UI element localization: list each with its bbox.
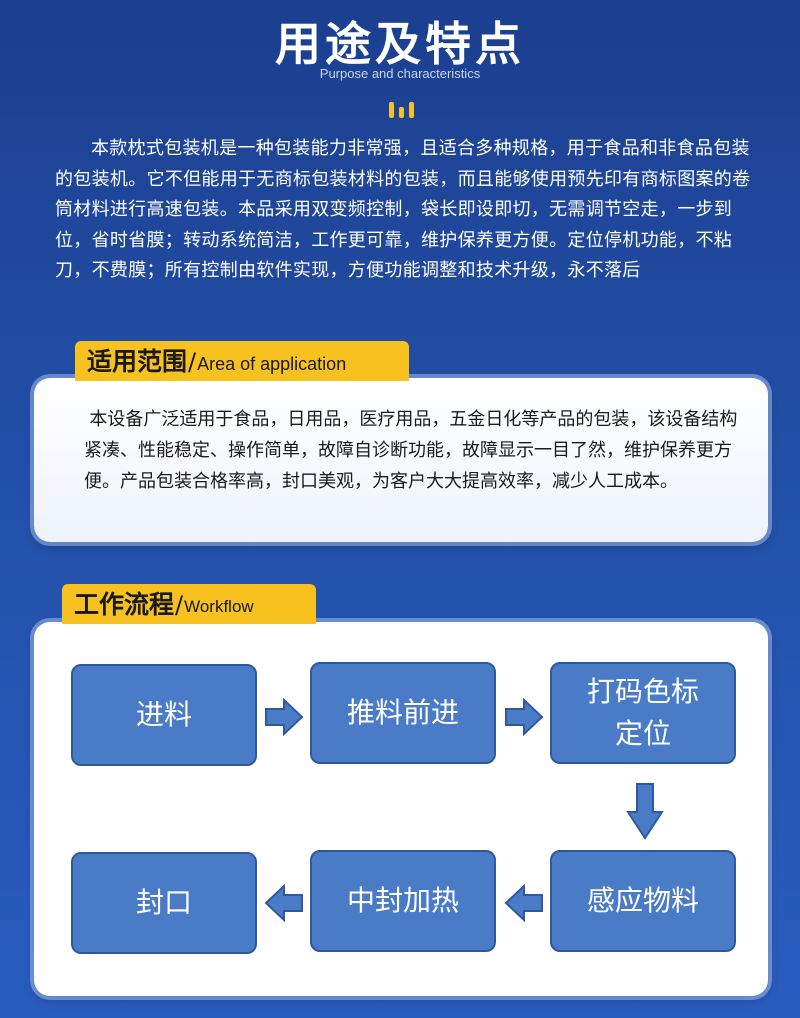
- bars-icon: [387, 98, 417, 118]
- application-title-slash: /: [188, 348, 197, 376]
- application-title-zh: 适用范围: [87, 347, 188, 376]
- application-title-en: Area of application: [197, 354, 347, 374]
- workflow-tag: 工作流程 / Workflow: [62, 584, 316, 624]
- page-subtitle: Purpose and characteristics: [319, 66, 481, 81]
- workflow-step-6: 封口: [71, 852, 257, 954]
- arrow-right-icon: [505, 698, 544, 736]
- application-text: 本设备广泛适用于食品，日用品，医疗用品，五金日化等产品的包装，该设备结构紧凑、性…: [84, 409, 738, 492]
- workflow-step-1: 进料: [71, 664, 257, 766]
- application-card: 本设备广泛适用于食品，日用品，医疗用品，五金日化等产品的包装，该设备结构紧凑、性…: [34, 378, 768, 542]
- page-title: 用途及特点: [275, 17, 525, 71]
- workflow-step-3: 打码色标定位: [550, 662, 736, 764]
- arrow-down-icon: [626, 783, 664, 840]
- intro-paragraph: 本款枕式包装机是一种包装能力非常强，且适合多种规格，用于食品和非食品包装的包装机…: [55, 138, 751, 281]
- workflow-title-slash: /: [175, 591, 184, 619]
- arrow-right-icon: [265, 698, 304, 736]
- application-tag: 适用范围 / Area of application: [75, 341, 409, 381]
- workflow-step-4: 感应物料: [550, 850, 736, 952]
- arrow-left-icon: [504, 884, 543, 922]
- workflow-title-zh: 工作流程: [74, 590, 175, 619]
- workflow-title-en: Workflow: [184, 597, 254, 616]
- workflow-step-5: 中封加热: [310, 850, 496, 952]
- workflow-step-2: 推料前进: [310, 662, 496, 764]
- workflow-card: 进料 推料前进 打码色标定位 感应物料 中封加热 封口: [34, 622, 768, 996]
- arrow-left-icon: [264, 884, 303, 922]
